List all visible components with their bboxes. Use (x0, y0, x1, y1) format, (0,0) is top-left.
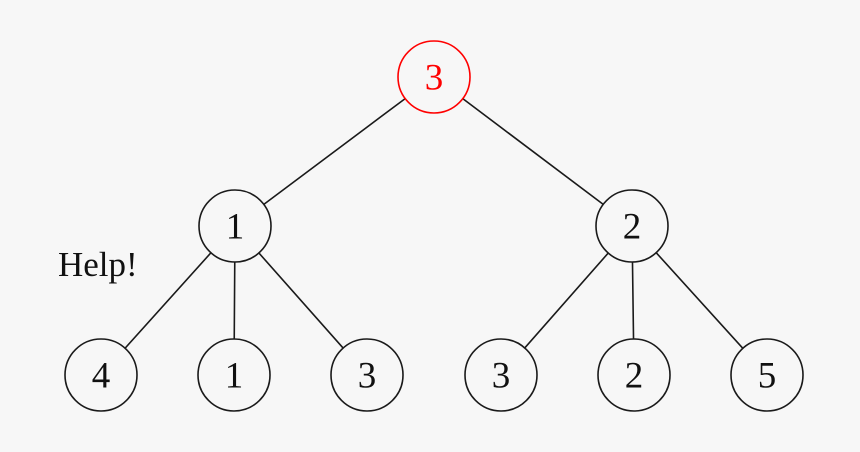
help-label: Help! (58, 245, 138, 284)
node-label-l1c2: 1 (225, 356, 244, 397)
tree-node-root[interactable]: 3 (397, 40, 471, 114)
annotation-layer: Help! (58, 245, 138, 284)
node-label-r1c2: 2 (625, 356, 644, 397)
tree-edge-r1-to-r1c1 (523, 252, 610, 349)
tree-edge-r1-to-r1c2 (631, 261, 635, 340)
node-circle-r1[interactable] (595, 189, 669, 263)
tree-node-r1[interactable]: 2 (595, 189, 669, 263)
node-circle-l1c1[interactable] (64, 338, 138, 412)
tree-node-r1c1[interactable]: 3 (464, 338, 538, 412)
node-circle-l1c3[interactable] (330, 338, 404, 412)
edge-layer (124, 97, 744, 350)
tree-edge-root-to-r1 (461, 97, 605, 206)
node-label-r1c1: 3 (492, 356, 511, 397)
node-label-l1: 1 (226, 207, 245, 248)
node-circle-l1[interactable] (198, 189, 272, 263)
tree-edge-root-to-l1 (263, 97, 406, 206)
node-circle-l1c2[interactable] (197, 338, 271, 412)
tree-node-l1c1[interactable]: 4 (64, 338, 138, 412)
tree-node-l1[interactable]: 1 (198, 189, 272, 263)
node-label-root: 3 (425, 58, 444, 99)
tree-node-r1c3[interactable]: 5 (730, 338, 804, 412)
node-circle-r1c2[interactable] (597, 338, 671, 412)
node-circle-root[interactable] (397, 40, 471, 114)
node-circle-r1c3[interactable] (730, 338, 804, 412)
tree-node-l1c3[interactable]: 3 (330, 338, 404, 412)
tree-node-r1c2[interactable]: 2 (597, 338, 671, 412)
node-label-r1: 2 (623, 207, 642, 248)
tree-edge-l1-to-l1c3 (258, 252, 344, 349)
tree-edge-l1-to-l1c2 (233, 261, 236, 340)
node-label-l1c3: 3 (358, 356, 377, 397)
tree-edge-l1-to-l1c1 (124, 251, 212, 350)
node-label-l1c1: 4 (92, 356, 111, 397)
tree-node-l1c2[interactable]: 1 (197, 338, 271, 412)
tree-edge-r1-to-r1c3 (655, 251, 744, 350)
node-layer: 3 1 2 4 1 3 3 2 5 (64, 40, 804, 412)
node-circle-r1c1[interactable] (464, 338, 538, 412)
node-label-r1c3: 5 (758, 356, 777, 397)
